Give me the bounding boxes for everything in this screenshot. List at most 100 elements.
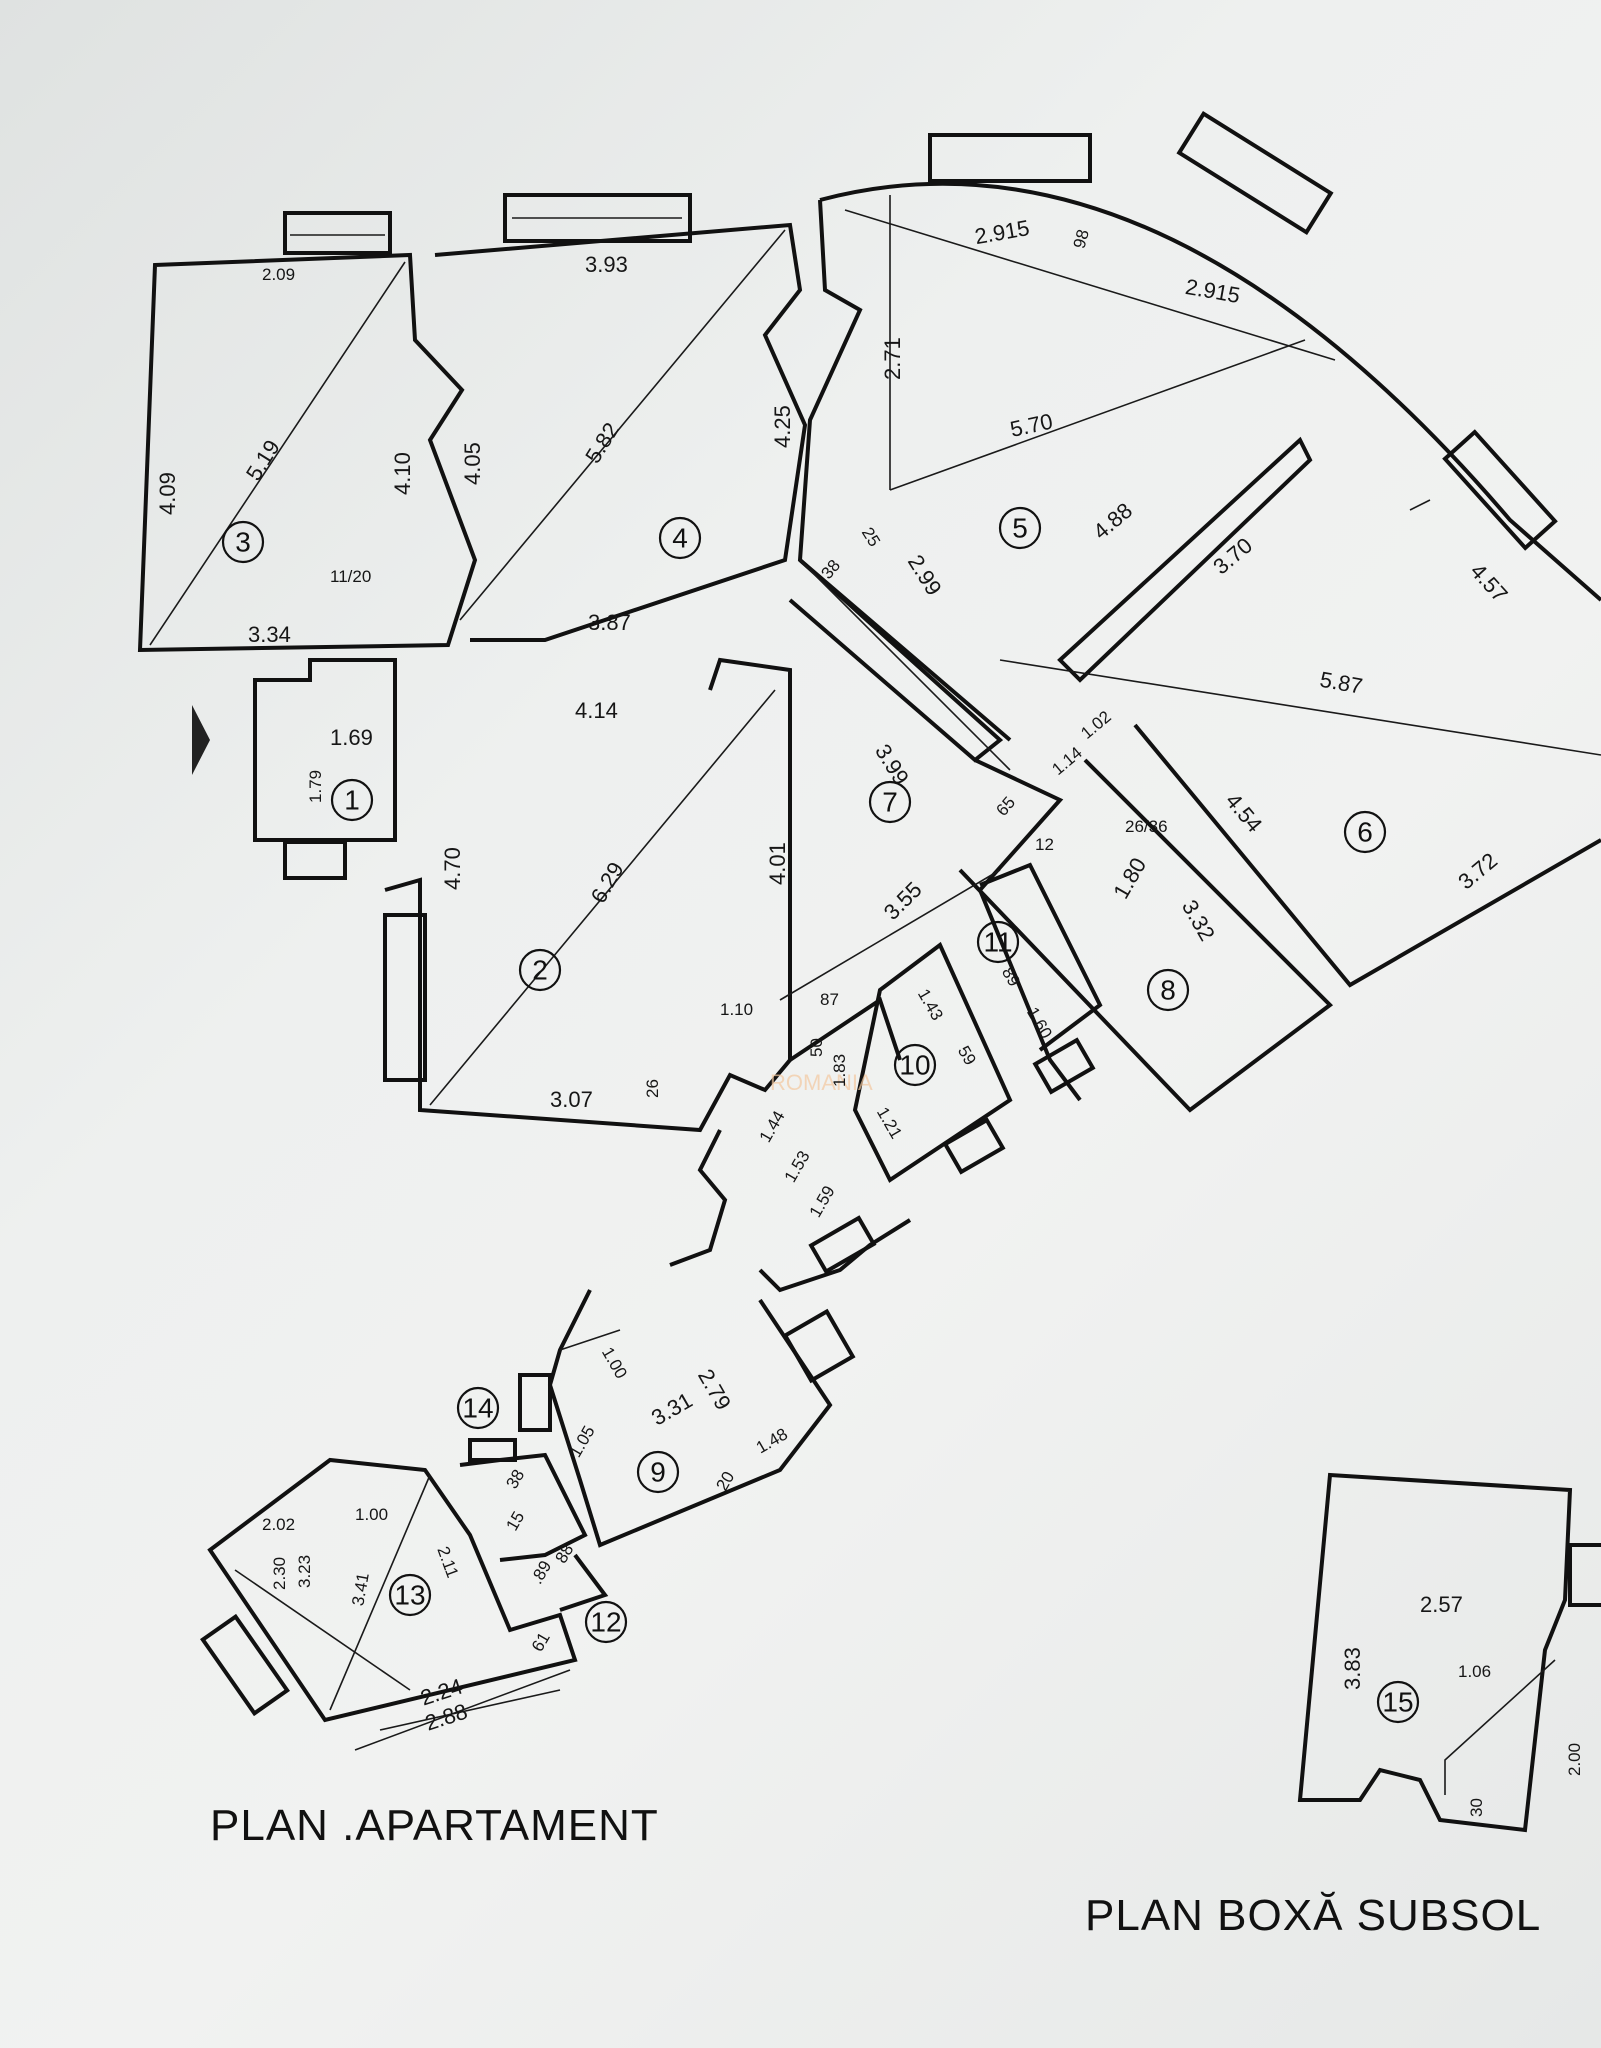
dim-label: 1.00: [598, 1344, 631, 1382]
room-13-walls: [200, 1457, 578, 1751]
room-number: 10: [899, 1050, 930, 1081]
dimension-labels: 2.09 4.09 5.19 4.10 3.34 11/20 3.93 5.82…: [155, 215, 1584, 1817]
dim-label: 1.80: [1108, 853, 1151, 903]
dim-label: 4.09: [155, 472, 180, 515]
room-number: 3: [235, 527, 251, 558]
dim-label: 1.44: [756, 1108, 789, 1146]
room-10-11-walls: [852, 862, 1103, 1183]
room-3-walls: [137, 211, 478, 653]
room-12-14-walls: [459, 1373, 609, 1612]
dim-label: 4.54: [1221, 788, 1268, 837]
dim-label: 3.23: [295, 1555, 314, 1588]
room-marker-4: 4: [658, 516, 702, 560]
room-number: 6: [1357, 817, 1373, 848]
room-marker-13: 13: [388, 1573, 432, 1617]
watermark: ROMANIA: [770, 1070, 873, 1095]
dim-label: 1.43: [914, 986, 947, 1024]
dim-label: 1.02: [1077, 707, 1115, 743]
room-marker-6: 6: [1343, 810, 1387, 854]
room-marker-5: 5: [998, 506, 1042, 550]
room-number: 2: [532, 955, 548, 986]
dim-label: 5.70: [1008, 409, 1055, 442]
dim-label: 1.69: [330, 725, 373, 750]
hall-walls: [669, 1129, 912, 1293]
dim-label: 25: [858, 524, 884, 550]
dim-label: 2.71: [880, 337, 905, 380]
dim-label: 12: [1035, 835, 1054, 854]
dim-label: 2.09: [262, 265, 295, 284]
room-number: 4: [672, 523, 688, 554]
dim-label: 1.53: [781, 1148, 814, 1186]
dim-label: 50: [807, 1038, 826, 1057]
room-7-walls: [788, 558, 1082, 1102]
room-number: 11: [983, 927, 1012, 958]
dimension-lines: [149, 195, 1601, 1711]
dim-label: 1.48: [753, 1424, 791, 1457]
room-marker-2: 2: [518, 948, 562, 992]
room-marker-15: 15: [1376, 1680, 1420, 1724]
dim-label: 26/36: [1125, 817, 1168, 836]
dim-label: 3.31: [647, 1387, 697, 1430]
dim-label: 4.88: [1088, 498, 1137, 545]
dim-label: 2.00: [1565, 1743, 1584, 1776]
room-marker-9: 9: [636, 1450, 680, 1494]
dim-label: 4.05: [460, 442, 485, 485]
dim-label: 30: [1467, 1798, 1486, 1817]
dim-label: 2.915: [1183, 274, 1242, 308]
room-number: 5: [1012, 513, 1028, 544]
room-marker-3: 3: [221, 520, 265, 564]
dim-label: .89: [527, 1557, 555, 1587]
dim-label: 15: [502, 1508, 528, 1534]
dim-label: 1.59: [806, 1183, 839, 1221]
dim-label: 2.79: [693, 1365, 736, 1415]
dim-label: 3.72: [1453, 848, 1502, 895]
dim-label: 4.14: [575, 698, 618, 723]
room-marker-1: 1: [330, 778, 374, 822]
room-marker-12: 12: [584, 1600, 628, 1644]
dim-label: 2.02: [262, 1515, 295, 1534]
apartment-plan-caption: PLAN .APARTAMENT: [210, 1801, 659, 1850]
dim-label: 3.07: [550, 1087, 593, 1112]
dim-label: 4.10: [390, 452, 415, 495]
dim-label: 98: [1070, 227, 1093, 250]
dim-label: 88: [552, 1541, 578, 1567]
dim-label: 4.57: [1465, 558, 1512, 607]
dim-label: 3.83: [1340, 1647, 1365, 1690]
dim-label: 2.915: [973, 215, 1032, 249]
dim-label: 3.70: [1208, 533, 1257, 580]
room-marker-8: 8: [1146, 968, 1190, 1012]
dim-label: 2.99: [903, 550, 947, 600]
dim-label: 2.57: [1420, 1592, 1463, 1617]
room-marker-11: 11: [976, 920, 1020, 964]
room-number: 15: [1382, 1687, 1413, 1718]
dim-label: 1.60: [1023, 1004, 1056, 1042]
dim-label: 2.11: [433, 1544, 462, 1580]
room-4-walls: [434, 193, 808, 642]
dim-label: 2.30: [270, 1557, 289, 1590]
dim-label: 5.82: [580, 418, 624, 468]
dim-label: 3.87: [588, 610, 631, 635]
room-marker-7: 7: [868, 780, 912, 824]
dim-label: 4.01: [765, 842, 790, 885]
room-number-markers: 1 2 3 4 5 6 7 8 9 10 11 12 13 14 15: [221, 506, 1420, 1724]
room-number: 13: [394, 1580, 425, 1611]
room-number: 1: [344, 785, 360, 816]
dim-label: 3.32: [1177, 896, 1220, 946]
dim-label: 38: [502, 1466, 528, 1492]
room-number: 7: [882, 787, 898, 818]
room-marker-14: 14: [456, 1386, 500, 1430]
room-9-walls: [547, 1289, 856, 1548]
room-number: 8: [1160, 975, 1176, 1006]
entrance-arrow-icon: [192, 705, 210, 775]
dim-label: 5.87: [1318, 667, 1365, 699]
dim-label: 11/20: [330, 567, 371, 586]
dim-label: 4.25: [770, 405, 795, 448]
dim-label: 3.34: [248, 622, 291, 647]
dim-label: 1.21: [873, 1104, 906, 1142]
room-number: 12: [590, 1607, 621, 1638]
room-marker-10: 10: [893, 1043, 937, 1087]
dim-label: 59: [954, 1043, 980, 1069]
dim-label: 1.05: [566, 1423, 599, 1461]
